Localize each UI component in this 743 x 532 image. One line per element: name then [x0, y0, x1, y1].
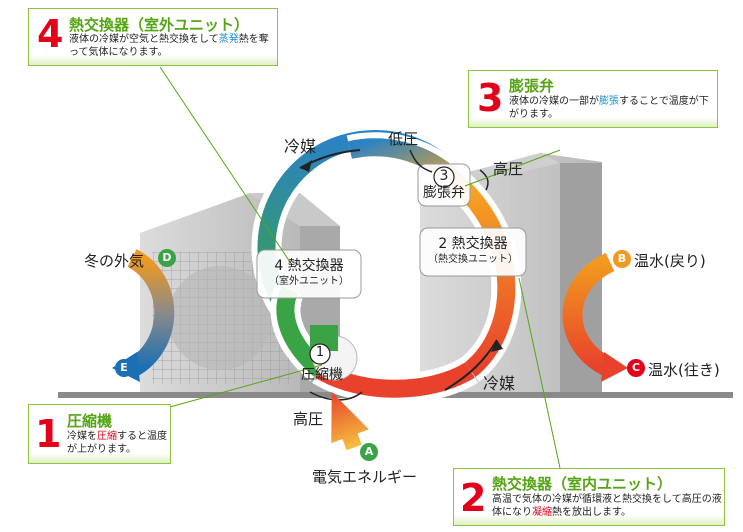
warm-water-supply-label: 温水(往き) [648, 361, 720, 379]
electric-energy-arrow [331, 391, 369, 451]
step2-description: 高温で気体の冷媒が循環液と熱交換をして高圧の液体になり凝縮熱を放出します。 [492, 494, 722, 518]
refrigerant-arrow-bottom [444, 339, 498, 391]
step2-number: 2 [460, 476, 487, 520]
step1-box: 1 圧縮機 冷媒を圧縮すると温度が上がります。 [28, 404, 171, 464]
indoor-hx-sub: （熱交換ユニット） [428, 254, 518, 265]
step4-title: 熱交換器（室外ユニット） [69, 16, 250, 34]
step4-description: 液体の冷媒が空気と熱交換をして蒸発熱を奪って気体になります。 [69, 34, 269, 58]
outdoor-hx-sub: （室外ユニット） [269, 276, 349, 287]
letter-d: D [162, 251, 172, 264]
outdoor-hx-box [256, 249, 362, 299]
indoor-hx-label: 2 熱交換器 （熱交換ユニット） [420, 235, 526, 267]
step3-number: 3 [477, 76, 504, 120]
letter-c: C [631, 361, 641, 374]
expansion-valve-num: 3 [439, 168, 449, 184]
step4-number: 4 [37, 12, 64, 56]
expansion-valve-label: 3 膨張弁 [418, 168, 470, 202]
leader-line-step3 [464, 149, 561, 187]
low-pressure-arrow [409, 149, 433, 173]
indoor-hx-box [419, 227, 527, 277]
step4-box: 4 熱交換器（室外ユニット） 液体の冷媒が空気と熱交換をして蒸発熱を奪って気体に… [28, 8, 278, 66]
letter-a: A [364, 445, 374, 458]
step1-number: 1 [35, 412, 62, 456]
letter-e: E [120, 361, 128, 374]
warm-water-arrow [562, 252, 615, 378]
compressor-name: 圧縮機 [301, 367, 343, 383]
expansion-valve-name: 膨張弁 [423, 185, 465, 201]
letter-c-circle [627, 359, 645, 377]
valve-num-circle [433, 166, 455, 188]
winter-air-label: 冬の外気 [84, 252, 145, 270]
compressor-num-circle [309, 343, 331, 365]
electric-energy-label: 電気エネルギー [312, 468, 418, 486]
letter-a-circle [360, 443, 378, 461]
warm-water-return-label: 温水(戻り) [634, 252, 706, 270]
compressor-num: 1 [315, 345, 325, 360]
outdoor-air-arrow [126, 249, 175, 377]
step1-description: 冷媒を圧縮すると温度が上がります。 [67, 431, 167, 455]
step3-description: 液体の冷媒の一部が膨張することで温度が下がります。 [509, 96, 709, 120]
letter-b: B [617, 252, 627, 265]
high-pressure-arrow-top [479, 169, 489, 191]
high-pressure-label-bottom: 高圧 [293, 410, 324, 428]
leader-line-step2 [518, 277, 561, 469]
step2-title: 熱交換器（室内ユニット） [492, 475, 673, 493]
letter-e-circle [115, 359, 133, 377]
step2-box: 2 熱交換器（室内ユニット） 高温で気体の冷媒が循環液と熱交換をして高圧の液体に… [453, 468, 725, 526]
step1-title: 圧縮機 [67, 412, 113, 430]
refrigerant-label-bottom: 冷媒 [483, 374, 516, 393]
outdoor-hx-name: 4 熱交換器 [274, 258, 344, 274]
letter-b-circle [613, 250, 631, 268]
low-pressure-label: 低圧 [388, 130, 419, 148]
indoor-hx-name: 2 熱交換器 [438, 236, 508, 252]
step3-title: 膨張弁 [509, 77, 555, 95]
leader-line-step1 [169, 364, 323, 408]
letter-d-circle [158, 249, 176, 267]
leader-line-step4 [159, 66, 293, 266]
refrigerant-label-top: 冷媒 [284, 137, 317, 156]
outdoor-hx-label: 4 熱交換器 （室外ユニット） [257, 257, 361, 289]
high-pressure-label-top: 高圧 [493, 160, 524, 178]
step3-box: 3 膨張弁 液体の冷媒の一部が膨張することで温度が下がります。 [468, 70, 718, 128]
